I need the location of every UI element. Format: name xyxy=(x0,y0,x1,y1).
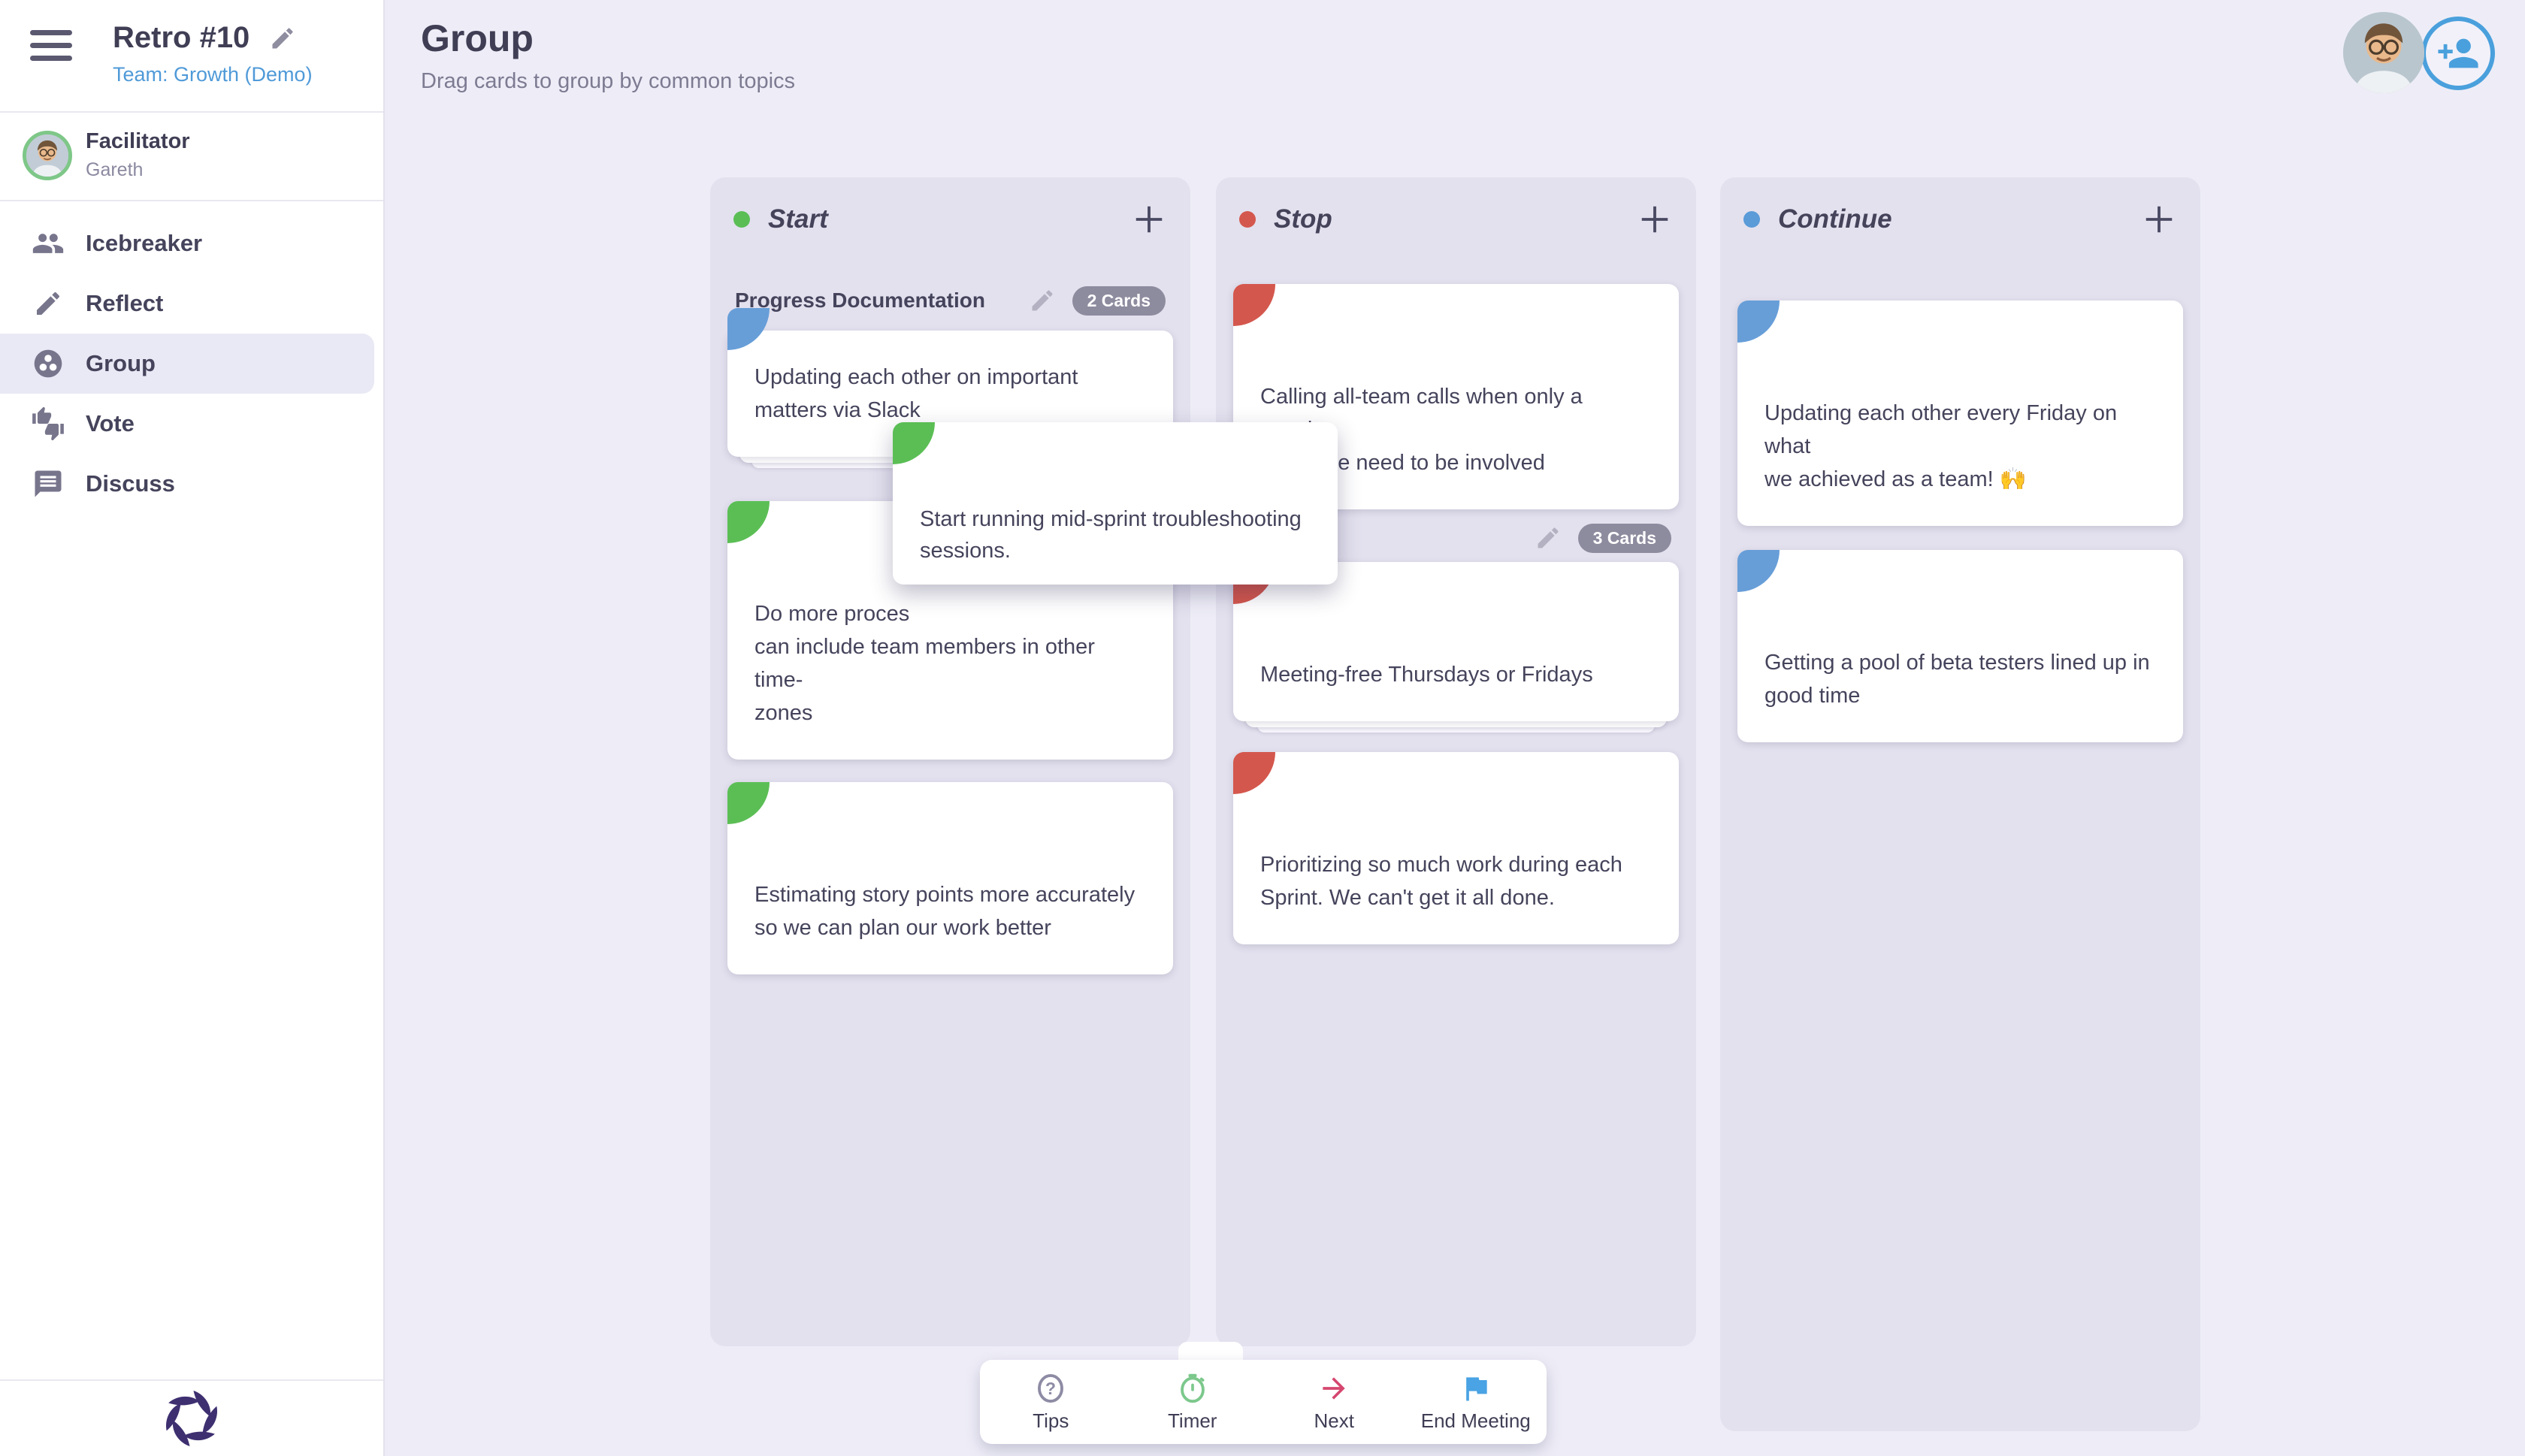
svg-text:?: ? xyxy=(1045,1379,1056,1398)
facilitator-avatar xyxy=(23,131,72,180)
sidebar-item-group[interactable]: Group xyxy=(0,334,374,394)
tips-button[interactable]: ? Tips xyxy=(980,1360,1122,1444)
question-icon: ? xyxy=(1034,1372,1067,1405)
sidebar-item-label: Discuss xyxy=(86,470,175,497)
card-group-header: Progress Documentation 2 Cards xyxy=(735,284,1166,317)
retro-card[interactable]: Prioritizing so much work during each Sp… xyxy=(1233,752,1679,944)
hamburger-menu-icon[interactable] xyxy=(30,30,72,63)
card-text: Getting a pool of beta testers lined up … xyxy=(1764,651,2150,708)
card-text: Start running mid-sprint troubleshooting… xyxy=(920,507,1302,563)
next-button[interactable]: Next xyxy=(1263,1360,1405,1444)
card-text: Do more proces can include team members … xyxy=(754,602,1095,725)
end-meeting-button[interactable]: End Meeting xyxy=(1405,1360,1547,1444)
column-continue: Continue Updating each other every Frida… xyxy=(1720,177,2200,1431)
column-name: Start xyxy=(768,204,828,234)
card-count-badge: 3 Cards xyxy=(1577,523,1671,553)
person-add-icon xyxy=(2436,32,2480,75)
page-subtitle: Drag cards to group by common topics xyxy=(421,69,796,93)
sidebar-item-label: Vote xyxy=(86,410,135,436)
card-text: Prioritizing so much work during each Sp… xyxy=(1260,853,1622,910)
sidebar-item-vote[interactable]: Vote xyxy=(0,394,383,454)
flag-icon xyxy=(1459,1372,1492,1405)
sidebar-item-discuss[interactable]: Discuss xyxy=(0,454,383,514)
facilitator-label: Facilitator xyxy=(86,129,190,153)
facilitator-toolbar: ? Tips Timer Next End Meetin xyxy=(980,1360,1547,1444)
edit-group-pencil-icon[interactable] xyxy=(1029,287,1056,314)
page-title: Group xyxy=(421,17,534,59)
retro-card[interactable]: Updating each other every Friday on what… xyxy=(1737,301,2183,526)
pencil-icon xyxy=(32,287,65,320)
vote-icon xyxy=(32,407,65,440)
column-continue-header: Continue xyxy=(1737,177,2183,261)
column-stop: Stop Calling all-team calls when only a … xyxy=(1216,177,1696,1346)
card-text: Meeting-free Thursdays or Fridays xyxy=(1260,663,1593,687)
sidebar-header: Retro #10 Team: Growth (Demo) xyxy=(0,0,383,113)
retro-card[interactable]: Getting a pool of beta testers lined up … xyxy=(1737,550,2183,742)
card-corner xyxy=(1233,752,1275,794)
tool-label: End Meeting xyxy=(1420,1409,1531,1432)
participant-avatar[interactable] xyxy=(2343,12,2424,93)
card-count-badge: 2 Cards xyxy=(1072,285,1166,316)
team-link[interactable]: Team: Growth (Demo) xyxy=(113,63,313,86)
tool-label: Next xyxy=(1314,1409,1354,1432)
retro-card[interactable]: Meeting-free Thursdays or Fridays xyxy=(1233,562,1679,721)
sidebar-item-reflect[interactable]: Reflect xyxy=(0,273,383,334)
add-card-button[interactable] xyxy=(1131,201,1167,237)
add-participant-button[interactable] xyxy=(2421,17,2495,90)
card-corner xyxy=(727,501,770,543)
start-color-dot xyxy=(733,211,750,228)
column-name: Stop xyxy=(1274,204,1332,234)
card-corner xyxy=(1737,301,1780,343)
add-card-button[interactable] xyxy=(2141,201,2177,237)
tool-label: Timer xyxy=(1168,1409,1217,1432)
dragged-card[interactable]: Start running mid-sprint troubleshooting… xyxy=(893,422,1338,585)
sidebar-item-icebreaker[interactable]: Icebreaker xyxy=(0,213,383,273)
column-name: Continue xyxy=(1778,204,1892,234)
timer-button[interactable]: Timer xyxy=(1122,1360,1264,1444)
card-text: Updating each other every Friday on what… xyxy=(1764,401,2118,491)
group-icon xyxy=(32,347,65,380)
retro-title: Retro #10 xyxy=(113,21,250,54)
card-text: Calling all-team calls when only a coupl… xyxy=(1260,385,1583,475)
card-text: Estimating story points more accurately … xyxy=(754,883,1135,940)
add-card-button[interactable] xyxy=(1637,201,1673,237)
card-group-title: Progress Documentation xyxy=(735,288,985,312)
continue-color-dot xyxy=(1743,211,1760,228)
edit-title-pencil-icon[interactable] xyxy=(269,25,296,52)
sidebar-item-label: Group xyxy=(86,350,156,376)
facilitator-name: Gareth xyxy=(86,159,144,180)
card-corner xyxy=(1233,284,1275,326)
sidebar-footer xyxy=(0,1379,383,1456)
retro-card[interactable]: Estimating story points more accurately … xyxy=(727,782,1173,974)
discuss-icon xyxy=(32,467,65,500)
people-icon xyxy=(32,227,65,260)
card-corner xyxy=(893,422,935,464)
arrow-right-icon xyxy=(1317,1372,1350,1405)
retrium-logo xyxy=(160,1387,223,1450)
phase-nav: Icebreaker Reflect Group xyxy=(0,201,383,514)
sidebar-item-label: Icebreaker xyxy=(86,230,203,256)
stopwatch-icon xyxy=(1176,1372,1209,1405)
sidebar: Retro #10 Team: Growth (Demo) Facilitato… xyxy=(0,0,385,1456)
card-corner xyxy=(727,782,770,824)
column-start-header: Start xyxy=(727,177,1173,261)
toolbar-drag-tab[interactable] xyxy=(1178,1342,1243,1363)
facilitator-block: Facilitator Gareth xyxy=(0,113,383,201)
column-stop-header: Stop xyxy=(1233,177,1679,261)
edit-group-pencil-icon[interactable] xyxy=(1535,524,1562,551)
tool-label: Tips xyxy=(1033,1409,1069,1432)
card-corner xyxy=(1737,550,1780,592)
sidebar-item-label: Reflect xyxy=(86,290,164,316)
column-start: Start Progress Documentation 2 Cards Upd… xyxy=(710,177,1190,1346)
stop-color-dot xyxy=(1239,211,1256,228)
